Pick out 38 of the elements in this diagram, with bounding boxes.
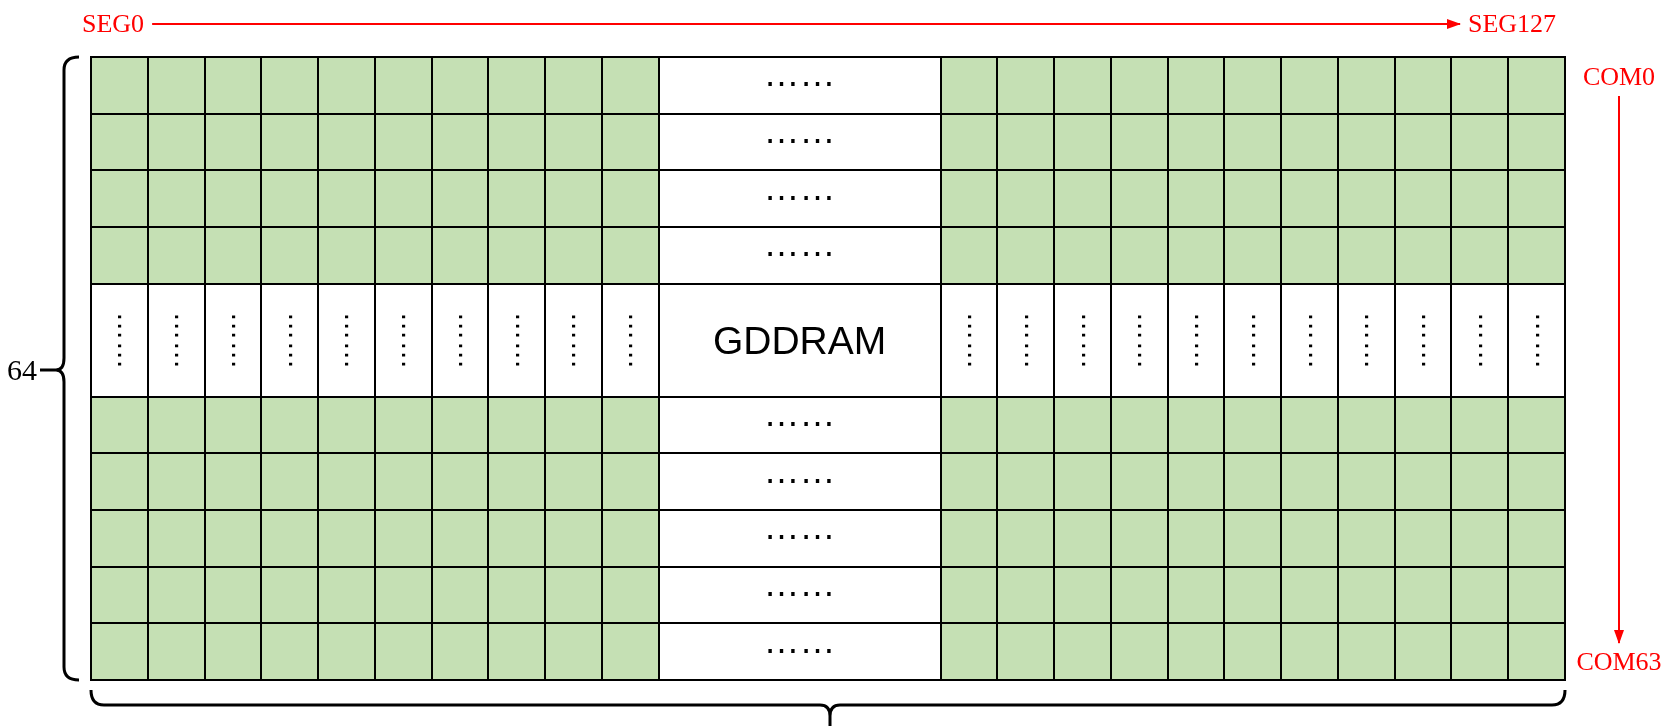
arrow [1614, 95, 1624, 644]
pin-label: COM0 [1582, 58, 1656, 96]
ellipsis-text: …… [1189, 311, 1219, 370]
ellipsis-text: …… [763, 622, 836, 659]
ellipsis-text: …… [112, 311, 142, 370]
ellipsis-text: …… [1416, 311, 1446, 370]
ellipsis-text: …… [1076, 311, 1105, 370]
ellipsis-text: …… [763, 452, 836, 489]
ellipsis-text: …… [763, 113, 836, 149]
region-label: GDDRAM [712, 320, 887, 360]
pin-label: COM63 [1576, 643, 1662, 681]
ellipsis-text: …… [763, 509, 836, 546]
arrow [151, 19, 1461, 29]
ellipsis-text: …… [1132, 311, 1162, 370]
ellipsis-text: …… [763, 396, 836, 432]
pin-label: SEG127 [1460, 11, 1565, 37]
ellipsis-text: …… [1473, 311, 1503, 370]
ellipsis-text: …… [169, 311, 199, 370]
ellipsis-text: …… [283, 311, 313, 370]
ellipsis-text: …… [1019, 311, 1049, 370]
ellipsis-text: …… [763, 226, 836, 263]
ellipsis-text: …… [763, 169, 836, 206]
ellipsis-text: …… [763, 566, 836, 602]
ellipsis-text: …… [1359, 311, 1389, 370]
ellipsis-text: …… [453, 311, 483, 370]
ellipsis-text: …… [510, 311, 540, 370]
ellipsis-text: …… [566, 311, 596, 370]
dimension-label: 64 [7, 355, 37, 385]
ellipsis-text: …… [1530, 311, 1560, 370]
ellipsis-text: …… [226, 311, 256, 370]
ellipsis-text: …… [339, 311, 369, 370]
ellipsis-text: …… [1246, 311, 1276, 370]
ellipsis-text: …… [763, 56, 836, 93]
ellipsis-text: …… [623, 311, 653, 370]
ellipsis-text: …… [396, 311, 426, 370]
ellipsis-text: …… [962, 311, 992, 370]
pin-label: SEG0 [74, 11, 153, 37]
ellipsis-text: …… [1303, 311, 1333, 370]
